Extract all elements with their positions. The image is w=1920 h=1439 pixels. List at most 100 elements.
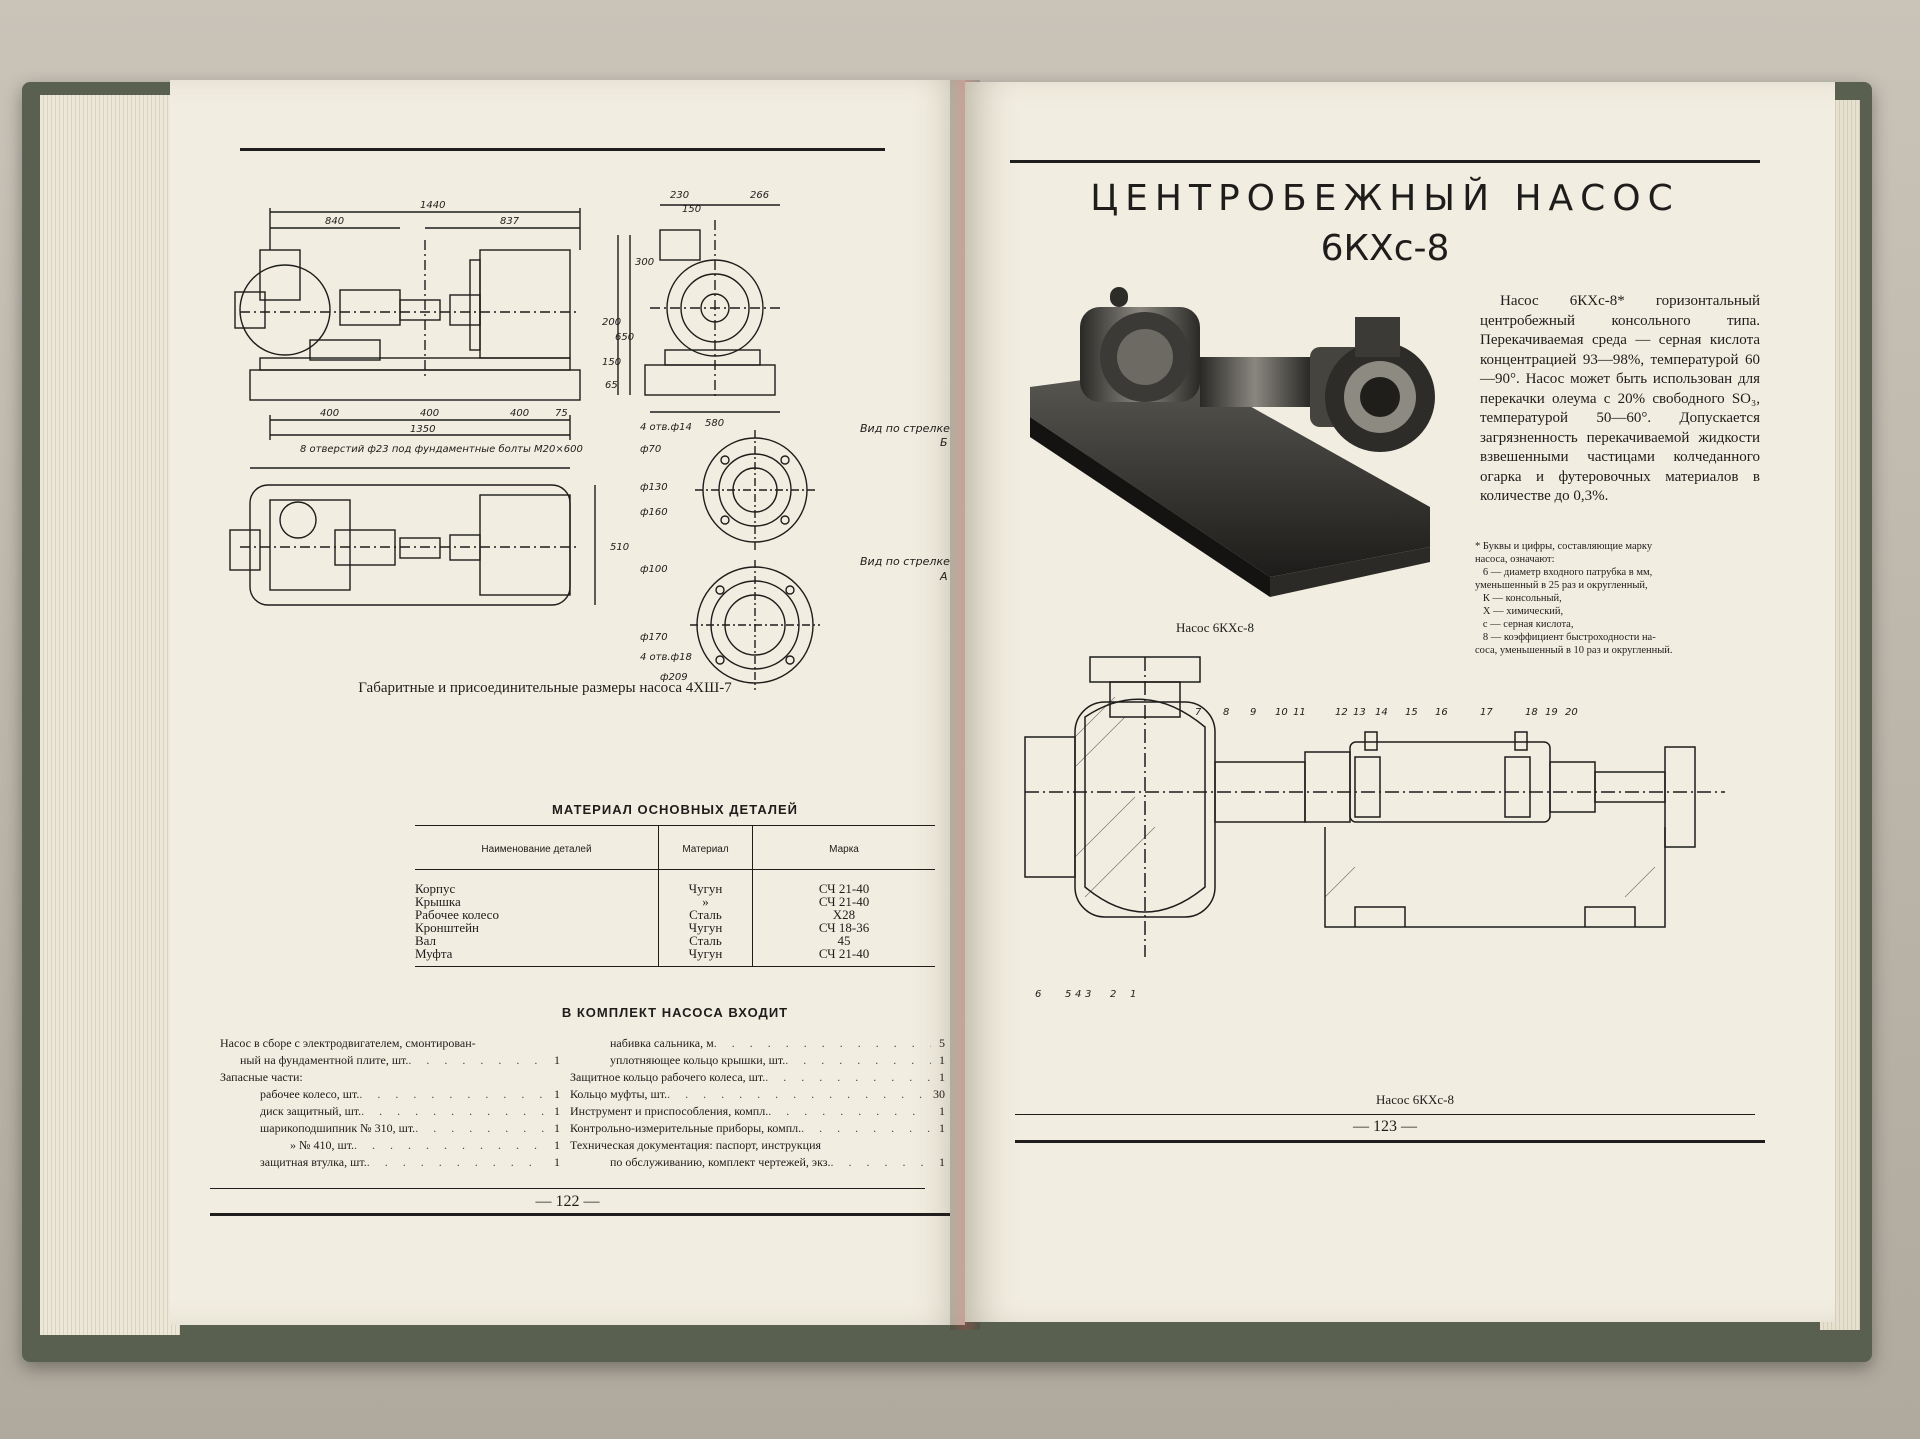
kit-item: Кольцо муфты, шт. . . . . . . . . . . . … <box>570 1086 945 1103</box>
kit-item-qty: 1 <box>554 1155 560 1169</box>
kit-item: » № 410, шт. . . . . . . . . . . . . . .… <box>220 1137 560 1154</box>
footnote-line: 6 — диаметр входного патрубка в мм, <box>1475 567 1653 578</box>
kit-item-leader: . . . . . . . . . . . . . . . . . . . . <box>361 1104 546 1118</box>
footnote-line: Х — химический, <box>1475 606 1564 617</box>
kit-item: Техническая документация: паспорт, инстр… <box>570 1137 945 1154</box>
materials-header-material: Материал <box>658 825 753 870</box>
grade-name: СЧ 21-40 <box>752 895 935 908</box>
kit-item-qty: 1 <box>939 1104 945 1118</box>
kit-item-text: по обслуживанию, комплект чертежей, экз. <box>610 1155 831 1169</box>
kit-item-text: ный на фундаментной плите, шт. <box>240 1053 409 1067</box>
kit-item: ный на фундаментной плите, шт. . . . . .… <box>220 1052 560 1069</box>
grade-name: 45 <box>752 934 935 947</box>
kit-item-leader: . . . . . . . . . . . . . . . . . . . . <box>415 1121 546 1135</box>
kit-item-leader: . . . . . . . . . . . . . . . . . . . . <box>359 1087 546 1101</box>
kit-item-text: Кольцо муфты, шт. <box>570 1087 668 1101</box>
part-name: Рабочее колесо <box>415 907 499 922</box>
grade-name: СЧ 18-36 <box>752 921 935 934</box>
part-number-label: 3 <box>1085 989 1091 1000</box>
d100: ф100 <box>640 564 668 575</box>
part-number-label: 5 <box>1065 989 1071 1000</box>
part-number-label: 12 <box>1335 707 1348 718</box>
dim-1440: 1440 <box>420 200 445 211</box>
dim-65: 65 <box>605 380 618 391</box>
materials-table: Наименование деталей Материал Марка Корп… <box>415 825 935 967</box>
kit-item-leader: . . . . . . . . . . . . . . . . . . . . <box>785 1053 931 1067</box>
left-page: 1440 840 837 230 150 266 300 200 650 150… <box>170 80 965 1325</box>
d130: ф130 <box>640 482 668 493</box>
kit-item-qty: 1 <box>939 1053 945 1067</box>
dim-75: 75 <box>555 408 568 419</box>
part-name: Корпус <box>415 881 456 896</box>
pump-photo <box>1030 287 1435 597</box>
dim-200: 200 <box>602 317 621 328</box>
kit-item-text: рабочее колесо, шт. <box>260 1087 360 1101</box>
part-number-label: 2 <box>1110 989 1116 1000</box>
dim-837: 837 <box>500 216 520 227</box>
kit-item-qty: 1 <box>554 1121 560 1135</box>
dim-840: 840 <box>325 216 344 227</box>
kit-item-text: Инструмент и приспособления, компл. <box>570 1104 769 1118</box>
kit-list-right: набивка сальника, м . . . . . . . . . . … <box>570 1035 945 1171</box>
part-number-label: 13 <box>1353 707 1366 718</box>
part-name: Вал <box>415 933 437 948</box>
view-a-label: Вид по стрелке <box>860 555 950 568</box>
kit-item-qty: 1 <box>939 1121 945 1135</box>
dim-300: 300 <box>635 257 654 268</box>
kit-title: В КОМПЛЕКТ НАСОСА ВХОДИТ <box>561 1005 789 1020</box>
part-number-label: 14 <box>1375 707 1388 718</box>
part-name: Кронштейн <box>415 920 480 935</box>
materials-title: МАТЕРИАЛ ОСНОВНЫХ ДЕТАЛЕЙ <box>552 802 798 817</box>
kit-list-left: Насос в сборе с электродвигателем, смонт… <box>220 1035 560 1171</box>
kit-item-text: диск защитный, шт. <box>260 1104 362 1118</box>
kit-item-leader: . . . . . . . . . . . . . . . . . . . . <box>408 1053 546 1067</box>
part-number-label: 19 <box>1545 707 1558 718</box>
dim-266: 266 <box>750 190 769 201</box>
kit-item-leader: . . . . . . . . . . . . . . . . . . . . <box>830 1155 932 1169</box>
dim-150: 150 <box>682 204 701 215</box>
part-number-label: 16 <box>1435 707 1448 718</box>
footnote-line: * Буквы и цифры, составляющие марку <box>1475 541 1653 552</box>
kit-item: рабочее колесо, шт. . . . . . . . . . . … <box>220 1086 560 1103</box>
kit-item: Насос в сборе с электродвигателем, смонт… <box>220 1035 560 1052</box>
part-number-label: 9 <box>1250 707 1256 718</box>
kit-item-leader: . . . . . . . . . . . . . . . . . . . . <box>713 1036 931 1050</box>
material-name: Чугун <box>658 869 753 895</box>
view-b-letter: Б <box>940 436 948 449</box>
material-name: Чугун <box>658 947 753 967</box>
kit-item-text: Запасные части: <box>220 1070 303 1084</box>
dim-400b: 400 <box>420 408 439 419</box>
grade-name: Х28 <box>752 908 935 921</box>
materials-row: Крышка»СЧ 21-40 <box>415 895 935 908</box>
page-number-right: — 123 — <box>1353 1118 1417 1135</box>
footnote-line: К — консольный, <box>1475 593 1562 604</box>
d209: ф209 <box>660 672 688 683</box>
dim-230: 230 <box>670 190 689 201</box>
kit-item: уплотняющее кольцо крышки, шт. . . . . .… <box>570 1052 945 1069</box>
kit-item-qty: 1 <box>939 1070 945 1084</box>
kit-item-qty: 1 <box>554 1104 560 1118</box>
page-number-left: — 122 — <box>535 1193 600 1210</box>
kit-item-leader: . . . . . . . . . . . . . . . . . . . . <box>801 1121 931 1135</box>
kit-item-text: шарикоподшипник № 310, шт. <box>260 1121 416 1135</box>
kit-item: Контрольно-измерительные приборы, компл.… <box>570 1120 945 1137</box>
dim-400a: 400 <box>320 408 339 419</box>
kit-item-qty: 30 <box>933 1087 945 1101</box>
kit-item: шарикоподшипник № 310, шт. . . . . . . .… <box>220 1120 560 1137</box>
kit-item-leader: . . . . . . . . . . . . . . . . . . . . <box>667 1087 931 1101</box>
kit-item-leader: . . . . . . . . . . . . . . . . . . . . <box>768 1104 931 1118</box>
section-caption: Насос 6КХс-8 <box>1376 1092 1454 1107</box>
top-rule <box>240 148 885 151</box>
part-number-label: 17 <box>1480 707 1493 718</box>
kit-item-qty: 1 <box>939 1155 945 1169</box>
bottom-rule <box>210 1213 950 1216</box>
dim-650: 650 <box>615 332 634 343</box>
part-name: Крышка <box>415 894 461 909</box>
bottom-rule-top <box>210 1188 925 1189</box>
grade-name: СЧ 21-40 <box>752 947 935 967</box>
part-number-label: 15 <box>1405 707 1418 718</box>
kit-item: набивка сальника, м . . . . . . . . . . … <box>570 1035 945 1052</box>
description-text: Насос 6КХс-8* горизонтальный центробежны… <box>1480 293 1760 504</box>
